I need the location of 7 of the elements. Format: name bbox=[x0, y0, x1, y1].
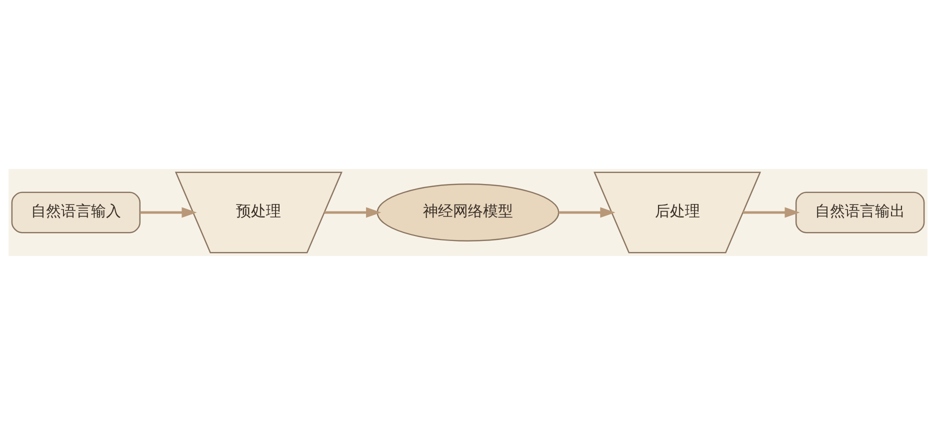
arrow bbox=[558, 206, 616, 218]
arrow bbox=[140, 206, 197, 218]
node-box: 自然语言输入 bbox=[11, 191, 141, 233]
arrow bbox=[743, 206, 800, 218]
node-ellipse: 神经网络模型 bbox=[376, 183, 560, 241]
arrow bbox=[324, 206, 382, 218]
node-box: 自然语言输出 bbox=[795, 191, 925, 233]
